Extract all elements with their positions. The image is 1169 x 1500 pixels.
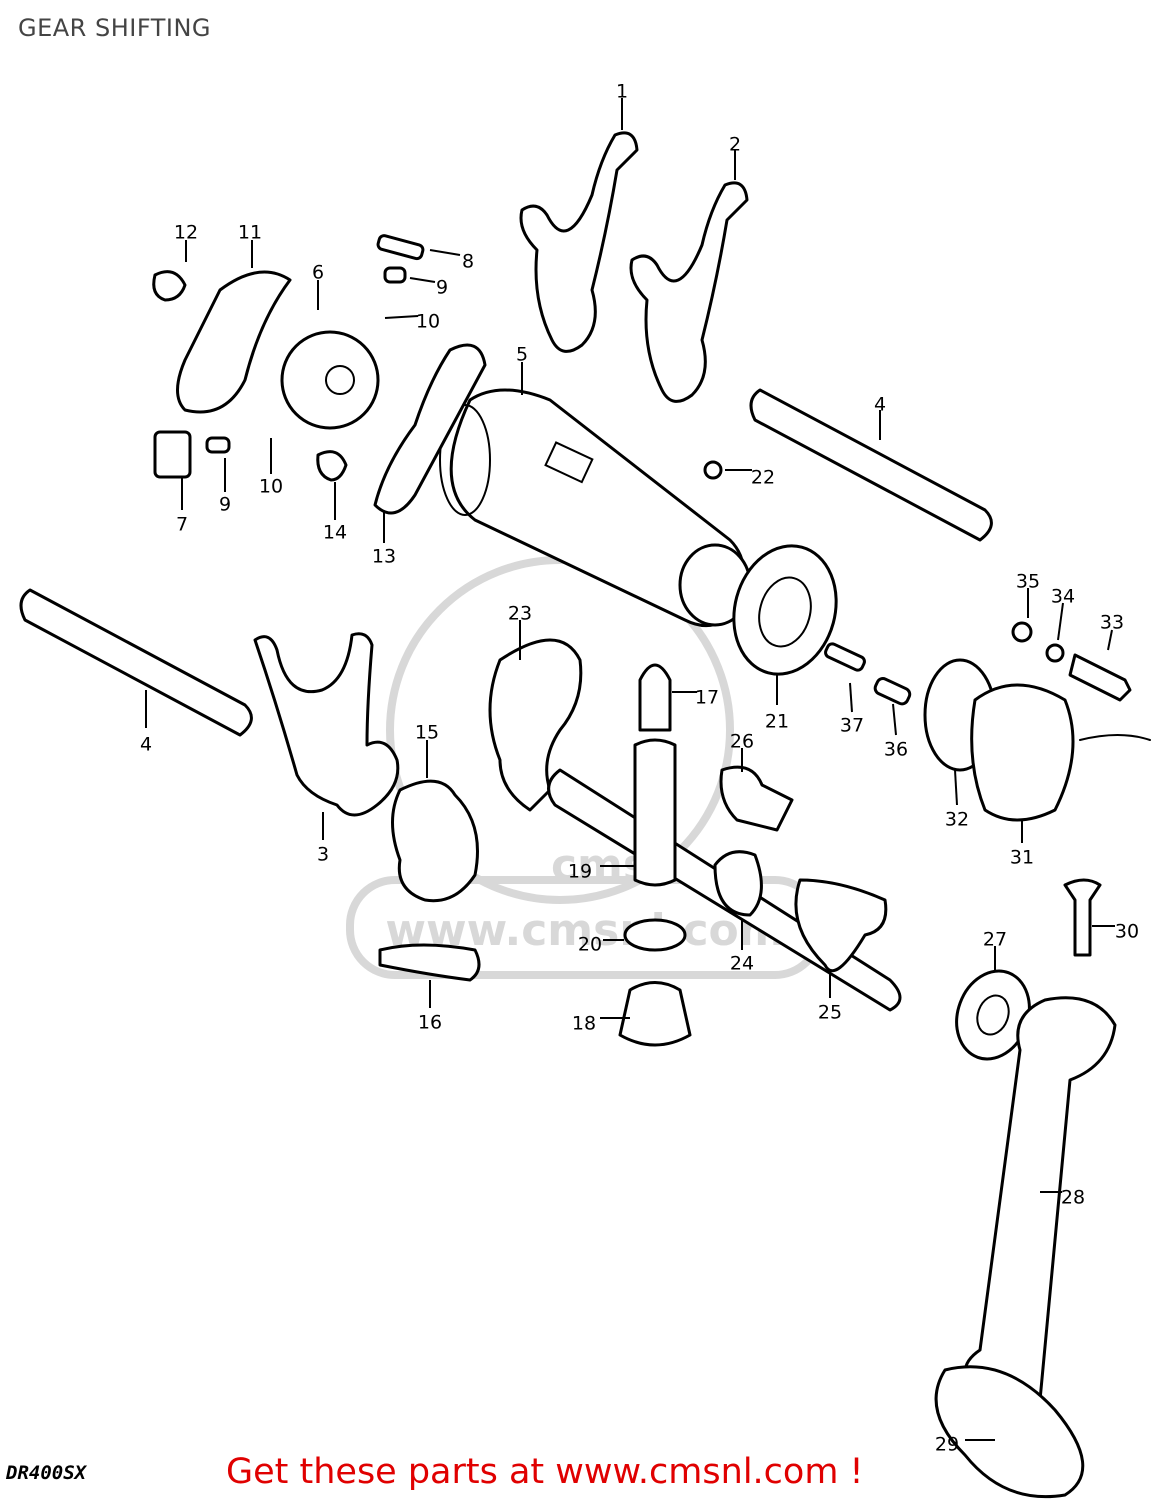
fork-shaft-upper <box>749 388 993 542</box>
neutral-switch <box>970 683 1075 822</box>
pin-22 <box>703 460 723 480</box>
part-7 <box>153 430 192 479</box>
callout-number: 4 <box>140 734 152 756</box>
callout-number: 23 <box>508 603 532 625</box>
callout-number: 13 <box>372 546 396 568</box>
pin-9-upper <box>383 266 407 284</box>
leader-line <box>384 315 419 319</box>
spring-25 <box>794 878 888 973</box>
callout-number: 16 <box>418 1012 442 1034</box>
watermark: cms www.cmsnl.com <box>346 556 824 979</box>
pin-17 <box>638 663 672 732</box>
callout-number: 14 <box>323 522 347 544</box>
callout-number: 12 <box>174 222 198 244</box>
callout-number: 11 <box>238 222 262 244</box>
leader-line <box>1057 602 1064 641</box>
shift-fork-3 <box>253 632 400 817</box>
callout-number: 29 <box>935 1434 959 1456</box>
leader-line <box>409 277 436 283</box>
pin-12 <box>152 270 187 302</box>
callout-number: 34 <box>1051 586 1075 608</box>
callout-number: 19 <box>568 861 592 883</box>
bolt-18 <box>618 981 692 1047</box>
washer-20 <box>623 918 687 952</box>
spring-24 <box>713 850 763 917</box>
pin-8 <box>376 234 425 261</box>
callout-number: 9 <box>436 277 448 299</box>
callout-number: 5 <box>516 344 528 366</box>
callout-number: 6 <box>312 262 324 284</box>
callout-number: 4 <box>874 394 886 416</box>
leader-line <box>892 703 897 736</box>
pin-14 <box>316 450 348 482</box>
callout-number: 2 <box>729 134 741 156</box>
callout-number: 17 <box>695 687 719 709</box>
pin-9-lower <box>205 436 231 454</box>
callout-number: 15 <box>415 722 439 744</box>
bolt-26 <box>719 765 794 832</box>
shift-fork-2 <box>629 181 749 403</box>
switch-lead <box>1079 734 1151 741</box>
shift-cam-driven-gear <box>280 330 380 430</box>
callout-number: 10 <box>259 476 283 498</box>
clip-16 <box>378 943 481 982</box>
leader-line <box>429 249 461 256</box>
footrest-rubber <box>934 1365 1085 1499</box>
callout-number: 36 <box>884 739 908 761</box>
o-ring-34 <box>1045 643 1065 663</box>
spring-37 <box>824 642 866 672</box>
callout-number: 9 <box>219 494 231 516</box>
callout-number: 26 <box>730 731 754 753</box>
page-title: GEAR SHIFTING <box>18 14 212 42</box>
callout-number: 21 <box>765 711 789 733</box>
callout-number: 27 <box>983 929 1007 951</box>
callout-number: 22 <box>751 467 775 489</box>
bolt-30 <box>1063 878 1102 957</box>
shift-fork-1 <box>519 131 639 353</box>
callout-number: 7 <box>176 514 188 536</box>
callout-number: 18 <box>572 1013 596 1035</box>
leader-line <box>1107 629 1113 651</box>
callout-number: 31 <box>1010 847 1034 869</box>
callout-number: 25 <box>818 1002 842 1024</box>
gear-shift-arm <box>488 638 583 812</box>
callout-number: 30 <box>1115 921 1139 943</box>
fork-shaft-lower <box>19 588 253 737</box>
callout-number: 33 <box>1100 612 1124 634</box>
contact-35 <box>1011 621 1033 643</box>
callout-number: 3 <box>317 844 329 866</box>
callout-number: 28 <box>1061 1187 1085 1209</box>
callout-number: 37 <box>840 715 864 737</box>
callout-number: 35 <box>1016 571 1040 593</box>
callout-number: 8 <box>462 251 474 273</box>
callout-number: 32 <box>945 809 969 831</box>
washer-21 <box>732 544 838 676</box>
screw-33 <box>1068 653 1132 702</box>
stopper-plate <box>176 270 292 414</box>
promo-link[interactable]: Get these parts at www.cmsnl.com ! <box>226 1452 864 1492</box>
callout-number: 24 <box>730 953 754 975</box>
cam-guide-15 <box>391 779 479 903</box>
cam-stopper-13 <box>373 343 487 515</box>
callout-number: 10 <box>416 311 440 333</box>
model-code: DR400SX <box>6 1462 87 1484</box>
spring-19 <box>633 738 677 887</box>
plunger-36 <box>873 677 912 706</box>
leader-line <box>954 769 958 806</box>
callout-number: 20 <box>578 934 602 956</box>
callout-number: 1 <box>616 81 628 103</box>
leader-line <box>849 682 853 713</box>
